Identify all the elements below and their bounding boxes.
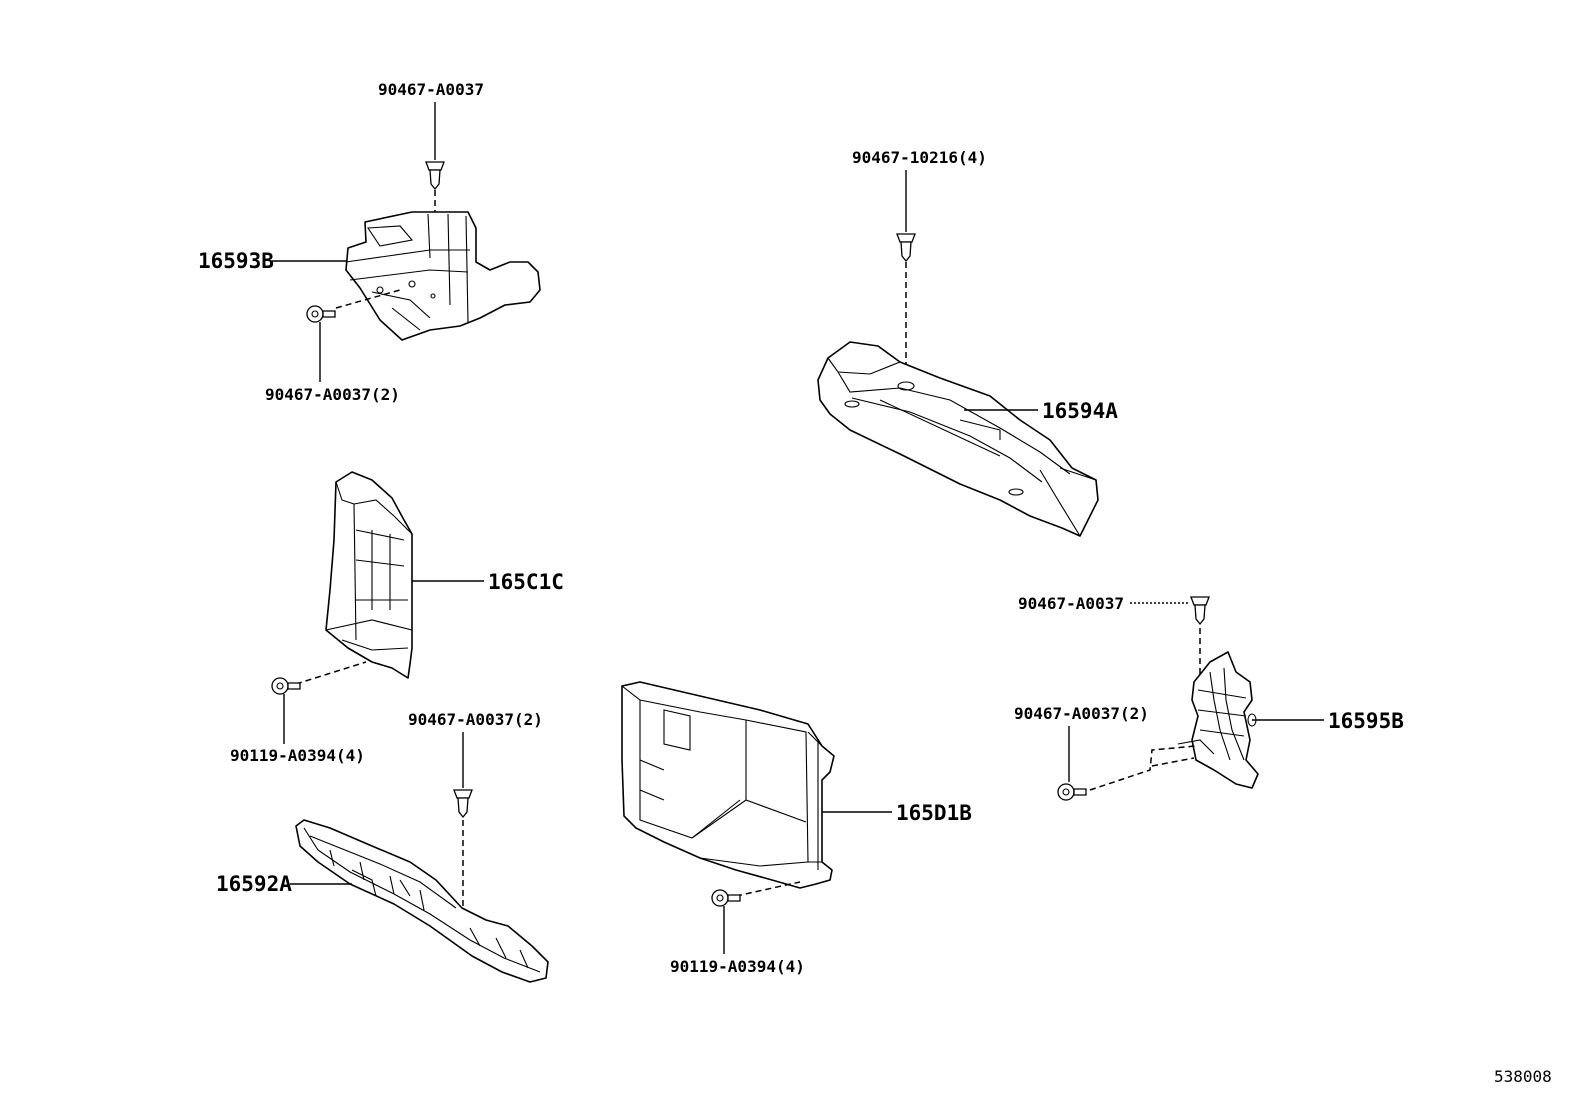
diagram-id: 538008 — [1494, 1067, 1552, 1086]
bolt-icon — [271, 677, 301, 695]
label-clip-16592a[interactable]: 90467-A0037(2) — [408, 710, 543, 729]
label-clip-top-center[interactable]: 90467-10216(4) — [852, 148, 987, 167]
label-clip-top-left[interactable]: 90467-A0037 — [378, 80, 484, 99]
bolt-icon — [306, 305, 336, 323]
bolt-icon — [1057, 783, 1087, 801]
label-part-16595b[interactable]: 16595B — [1328, 709, 1404, 733]
label-part-16593b[interactable]: 16593B — [198, 249, 274, 273]
shroud-165c1c — [325, 471, 413, 679]
bracket-16593b — [345, 211, 541, 341]
seal-16592a — [295, 819, 549, 983]
bracket-16595b — [1177, 651, 1259, 789]
label-part-165d1b[interactable]: 165D1B — [896, 801, 972, 825]
clip-icon — [896, 233, 916, 263]
part-group-16595b: 90467-A0037 16595B 90467-A0037(2) — [1014, 594, 1404, 801]
shroud-165d1b — [621, 681, 835, 889]
label-part-165c1c[interactable]: 165C1C — [488, 570, 564, 594]
clip-icon — [425, 161, 445, 191]
label-part-16592a[interactable]: 16592A — [216, 872, 292, 896]
part-group-165d1b: 165D1B 90119-A0394(4) — [621, 681, 972, 976]
label-bolt-165d1b[interactable]: 90119-A0394(4) — [670, 957, 805, 976]
label-part-16594a[interactable]: 16594A — [1042, 399, 1118, 423]
label-clip-16595b-side[interactable]: 90467-A0037(2) — [1014, 704, 1149, 723]
part-group-16594a: 90467-10216(4) 16594A — [817, 148, 1118, 537]
clip-icon — [453, 789, 473, 819]
air-guide-16594a — [817, 341, 1099, 537]
clip-icon — [1190, 596, 1210, 626]
part-group-16592a: 90467-A0037(2) 16592A — [216, 710, 549, 983]
part-group-16593b: 90467-A0037 16593B 90467-A0037(2) — [198, 80, 541, 404]
label-clip-16595b-top[interactable]: 90467-A0037 — [1018, 594, 1124, 613]
bolt-icon — [711, 889, 741, 907]
label-clip-16593b-side[interactable]: 90467-A0037(2) — [265, 385, 400, 404]
label-bolt-165c1c[interactable]: 90119-A0394(4) — [230, 746, 365, 765]
part-group-165c1c: 165C1C 90119-A0394(4) — [230, 471, 564, 765]
